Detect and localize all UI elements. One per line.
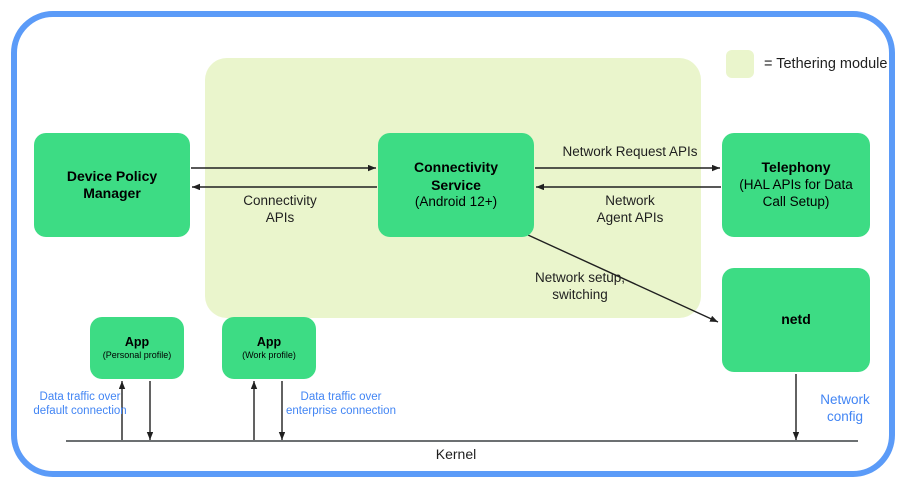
node-title: Device Policy xyxy=(66,167,158,184)
node-subtitle-line2: Call Setup) xyxy=(762,193,830,209)
edge-label-line2: switching xyxy=(552,286,608,302)
edge-label-network-setup-switching: Network setup, switching xyxy=(500,270,660,304)
edge-label-line2: default connection xyxy=(33,405,127,418)
edge-label-line1: Network xyxy=(820,392,870,407)
node-title: Telephony xyxy=(761,159,831,176)
edge-label-line2: config xyxy=(826,408,864,424)
edge-label-line1: Data traffic over xyxy=(300,391,382,403)
edge-label-line2: APIs xyxy=(265,209,295,225)
legend-swatch-tethering xyxy=(726,50,754,78)
edge-label-line1: Connectivity xyxy=(243,193,317,208)
node-netd[interactable]: netd xyxy=(722,268,870,372)
node-title-line2: Service xyxy=(431,176,481,193)
node-connectivity-service[interactable]: Connectivity Service (Android 12+) xyxy=(378,133,534,237)
node-device-policy-manager[interactable]: Device Policy Manager xyxy=(34,133,190,237)
edge-label-line1: Network xyxy=(605,193,655,208)
node-title: netd xyxy=(781,311,811,328)
edge-label-network-agent-apis: Network Agent APIs xyxy=(560,193,700,227)
node-subtitle: (HAL APIs for Data xyxy=(739,176,853,192)
legend: = Tethering module xyxy=(726,50,887,78)
edge-label-line1: Network setup, xyxy=(534,270,626,285)
kernel-label: Kernel xyxy=(435,446,477,462)
node-telephony[interactable]: Telephony (HAL APIs for Data Call Setup) xyxy=(722,133,870,237)
edge-label-data-traffic-default: Data traffic over default connection xyxy=(20,390,140,419)
edge-label-connectivity-apis: Connectivity APIs xyxy=(200,193,360,227)
edge-label-line2: Agent APIs xyxy=(596,209,664,225)
node-app-personal-profile[interactable]: App (Personal profile) xyxy=(90,317,184,379)
node-title: Connectivity xyxy=(413,159,498,176)
node-app-work-profile[interactable]: App (Work profile) xyxy=(222,317,316,379)
edge-label-data-traffic-enterprise: Data traffic over enterprise connection xyxy=(278,390,404,419)
edge-label-line2: enterprise connection xyxy=(286,405,396,418)
legend-label-tethering: = Tethering module xyxy=(764,56,888,72)
node-subtitle: (Work profile) xyxy=(242,350,296,361)
edge-label-network-request-apis: Network Request APIs xyxy=(562,144,698,159)
edge-label-line1: Data traffic over xyxy=(39,391,121,403)
node-title-line2: Manager xyxy=(83,185,141,201)
node-subtitle: (Android 12+) xyxy=(414,194,498,210)
device-frame xyxy=(11,11,895,477)
edge-label-network-config: Network config xyxy=(800,392,890,426)
node-title: App xyxy=(124,334,150,349)
node-title: App xyxy=(256,334,282,349)
node-subtitle: (Personal profile) xyxy=(102,350,172,361)
